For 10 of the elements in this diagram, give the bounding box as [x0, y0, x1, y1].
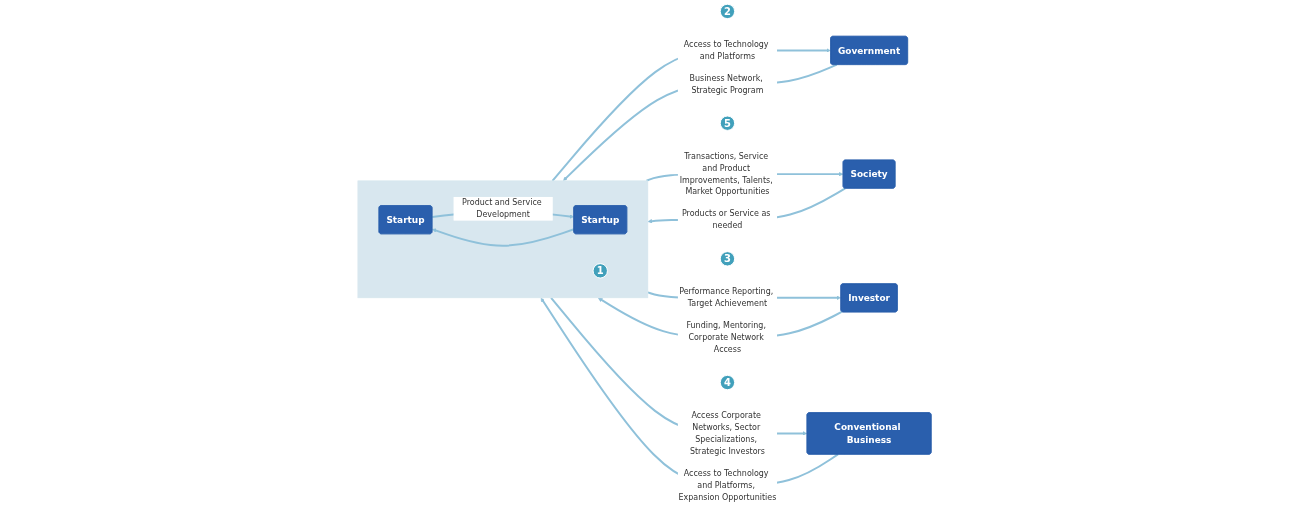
node-circle: 2	[719, 3, 736, 20]
arrow	[563, 63, 838, 181]
arrow	[432, 228, 575, 247]
node-circle: 4	[719, 374, 736, 391]
cluster	[357, 180, 649, 299]
arrow	[551, 48, 831, 182]
node-circle: 5	[719, 115, 736, 131]
node-circle: 3	[719, 251, 736, 267]
arrow	[550, 296, 808, 436]
node-circle: 1	[592, 263, 608, 279]
